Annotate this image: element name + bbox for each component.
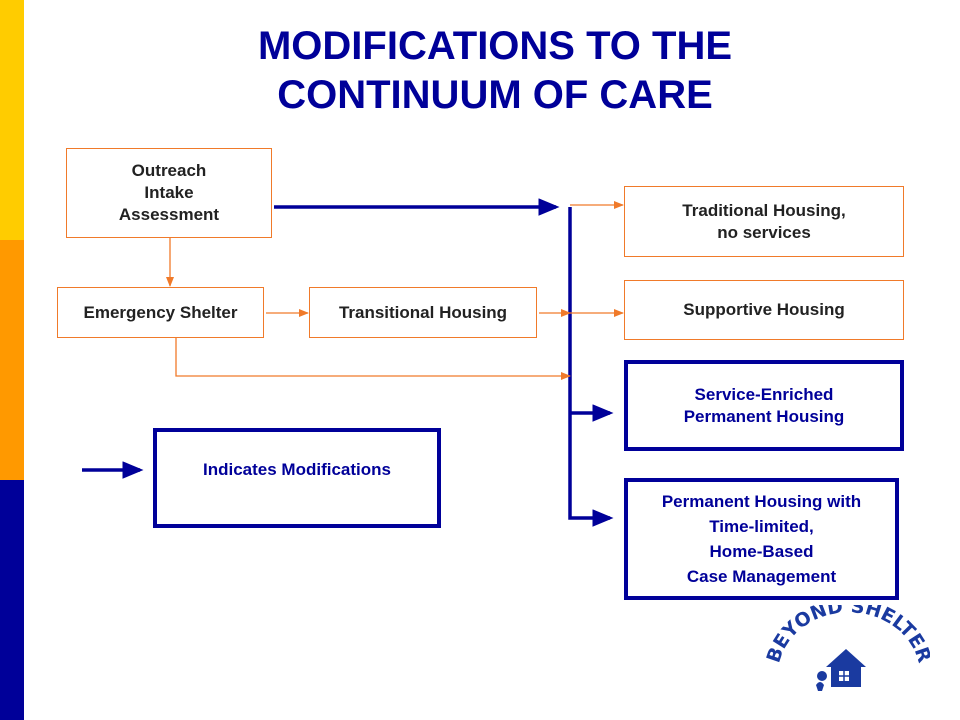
permanent-case-line-1: Permanent Housing with	[661, 492, 862, 511]
outreach-box: Outreach Intake Assessment	[66, 148, 272, 238]
emergency-shelter-label: Emergency Shelter	[83, 302, 238, 322]
arrow-emergency-to-branch	[175, 338, 571, 380]
permanent-case-box: Permanent Housing with Time-limited, Hom…	[624, 478, 899, 600]
transitional-housing-label: Transitional Housing	[338, 302, 508, 322]
branch-vertical-line	[568, 207, 614, 527]
band-orange	[0, 240, 24, 480]
emergency-shelter-box: Emergency Shelter	[57, 287, 264, 338]
house-icon	[816, 649, 866, 691]
page-title: MODIFICATIONS TO THE CONTINUUM OF CARE	[0, 22, 960, 120]
traditional-housing-box: Traditional Housing, no services	[624, 186, 904, 257]
service-enriched-line-2: Permanent Housing	[683, 406, 845, 426]
supportive-housing-box: Supportive Housing	[624, 280, 904, 340]
traditional-line-2: no services	[717, 222, 811, 242]
assessment-label: Assessment	[118, 205, 220, 224]
service-enriched-line-1: Service-Enriched	[694, 384, 834, 404]
traditional-line-1: Traditional Housing,	[682, 200, 846, 220]
title-line-1: MODIFICATIONS TO THE	[257, 24, 733, 68]
band-blue	[0, 480, 24, 720]
outreach-label: Outreach	[131, 161, 207, 180]
legend-box: Indicates Modifications	[153, 428, 441, 528]
permanent-case-line-4: Case Management	[686, 567, 837, 586]
band-yellow	[0, 0, 24, 240]
permanent-case-line-2: Time-limited,	[709, 517, 814, 536]
supportive-housing-label: Supportive Housing	[683, 300, 845, 319]
intake-label: Intake	[144, 183, 194, 202]
transitional-housing-box: Transitional Housing	[309, 287, 537, 338]
title-line-2: CONTINUUM OF CARE	[277, 73, 713, 117]
service-enriched-box: Service-Enriched Permanent Housing	[624, 360, 904, 451]
beyond-shelter-logo: BEYOND SHELTER	[763, 605, 930, 691]
permanent-case-line-3: Home-Based	[709, 542, 814, 561]
legend-label: Indicates Modifications	[203, 460, 391, 479]
